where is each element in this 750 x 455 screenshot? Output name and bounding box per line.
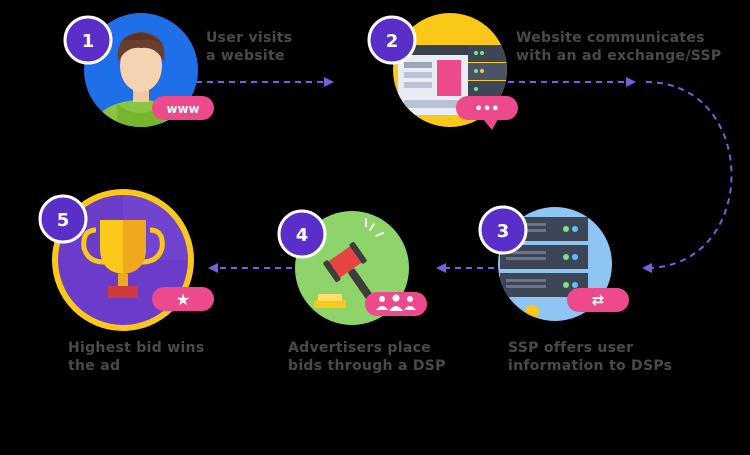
step-3-pill-label: ⇄ (592, 291, 605, 309)
step-2-pill-label: ••• (475, 102, 500, 117)
step-5-badge (38, 194, 88, 244)
step-5-pill (152, 287, 214, 311)
step-4: 4 (277, 209, 427, 325)
step-3-pill (567, 288, 629, 312)
gavel-icon (314, 218, 384, 308)
step-3-caption: SSP offers user information to DSPs (508, 340, 673, 374)
trophy-icon (81, 220, 165, 298)
step-2-pill (456, 96, 518, 120)
step-5-pill-label: ★ (176, 290, 190, 309)
step-1-number: 1 (82, 31, 95, 52)
step-1-caption: User visits a website (206, 30, 293, 64)
step-2-badge (367, 15, 417, 65)
step-2-number: 2 (386, 31, 399, 52)
step-3: ⇄ 3 (478, 205, 629, 321)
arrow-curve-to-3 (642, 81, 733, 273)
step-5-number: 5 (57, 210, 70, 231)
flow-arrows (196, 77, 733, 273)
step-3-badge (478, 205, 528, 255)
step-5-caption: Highest bid wins the ad (68, 340, 205, 374)
step-4-caption: Advertisers place bids through a DSP (288, 340, 446, 374)
step-1-pill-label: www (166, 102, 199, 116)
step-1: www 1 (63, 13, 214, 127)
step-5: ★ 5 (38, 189, 214, 331)
step-2-caption: Website communicates with an ad exchange… (516, 30, 722, 64)
browser-server-icon (398, 45, 507, 115)
step-3-number: 3 (497, 221, 510, 242)
step-2: ••• 2 (367, 13, 518, 130)
step-1-badge (63, 15, 113, 65)
step-2-pill-tail (483, 119, 498, 130)
step-4-number: 4 (296, 225, 309, 246)
step-4-badge (277, 209, 327, 259)
people-icon (376, 294, 416, 311)
step-1-pill (152, 96, 214, 120)
